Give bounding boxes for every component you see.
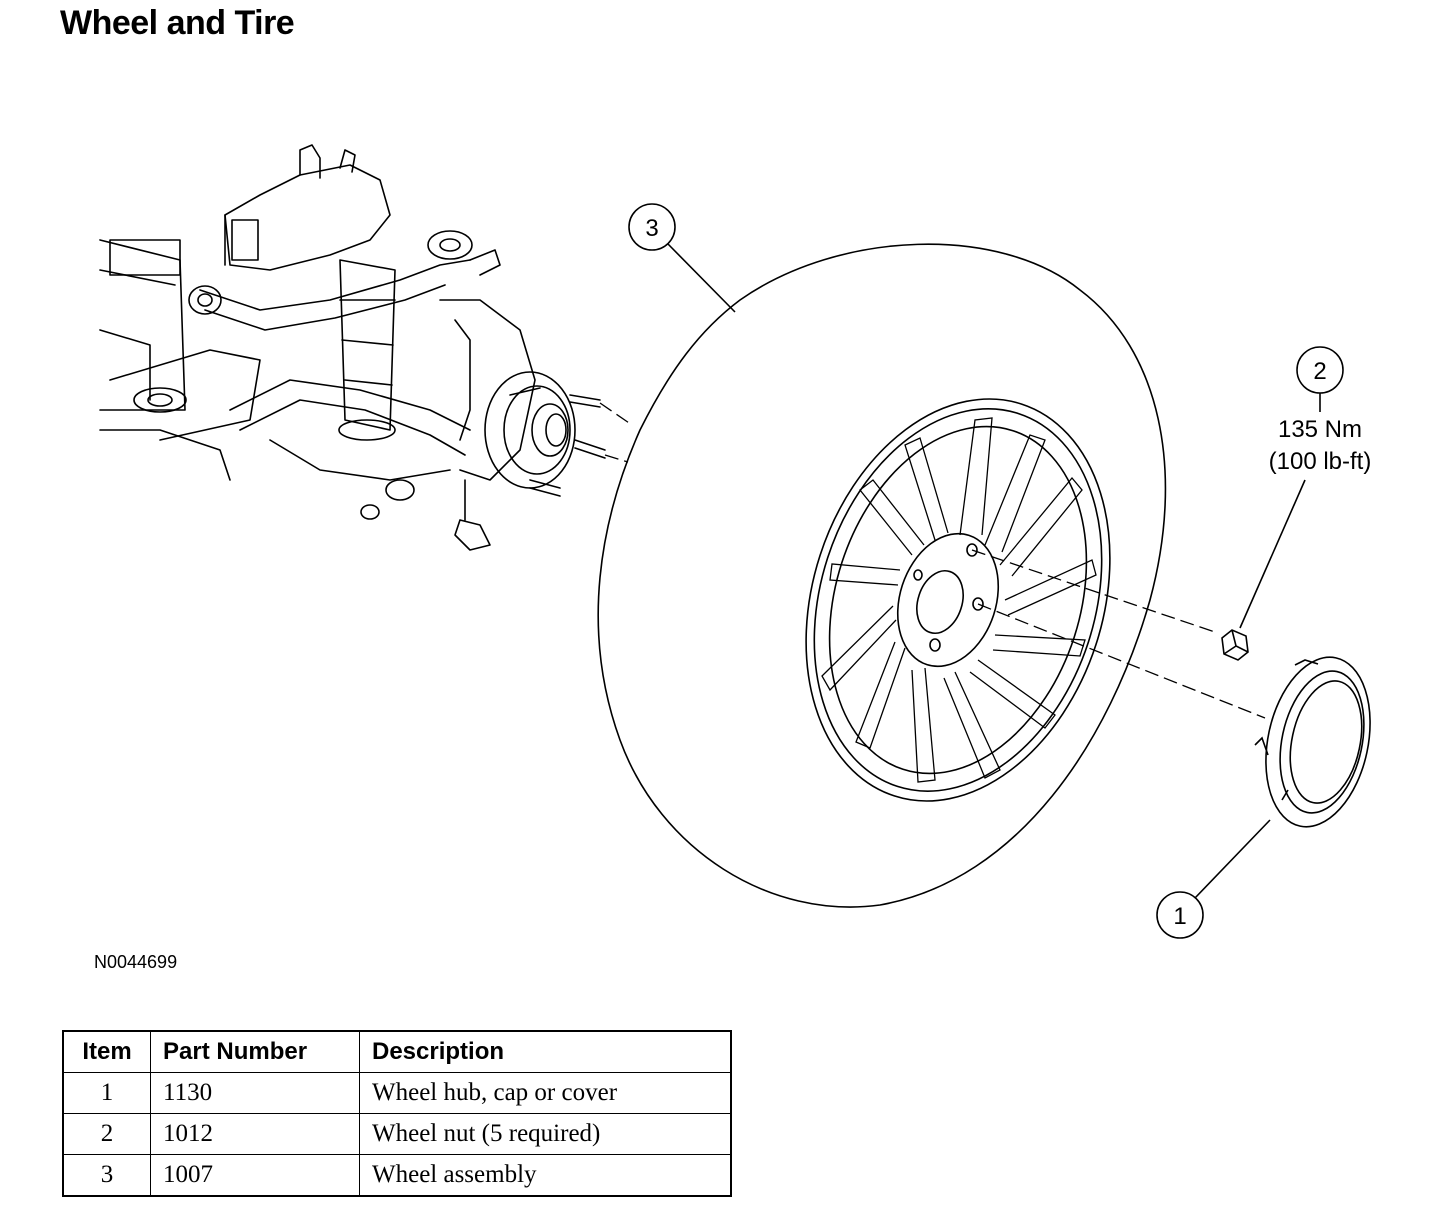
cell-item: 3 [62, 1154, 151, 1197]
cell-description: Wheel assembly [359, 1154, 732, 1197]
cell-description: Wheel nut (5 required) [359, 1113, 732, 1155]
callout-1-number: 1 [1173, 903, 1186, 930]
table-row: 1 1130 Wheel hub, cap or cover [62, 1072, 732, 1114]
wheel-cap [1254, 656, 1371, 828]
callout-3-number: 3 [645, 215, 658, 242]
table-row: 2 1012 Wheel nut (5 required) [62, 1113, 732, 1155]
tire-outline [597, 243, 1167, 908]
torque-metric: 135 Nm [1277, 416, 1363, 443]
header-item: Item [62, 1030, 151, 1073]
header-description: Description [359, 1030, 732, 1073]
cell-item: 2 [62, 1113, 151, 1155]
alignment-lines [599, 402, 633, 463]
callout-1: 1 [1156, 819, 1271, 939]
callout-2: 2 [1239, 346, 1344, 629]
cell-item: 1 [62, 1072, 151, 1114]
figure-id: N0044699 [94, 952, 178, 972]
torque-imperial: (100 lb-ft) [1268, 448, 1372, 475]
suspension-assembly [99, 144, 606, 551]
cell-description: Wheel hub, cap or cover [359, 1072, 732, 1114]
torque-spec: 135 Nm (100 lb-ft) [1250, 414, 1390, 478]
cell-part-number: 1007 [150, 1154, 360, 1197]
parts-table: Item Part Number Description 1 1130 Whee… [62, 1030, 732, 1197]
callout-3: 3 [628, 203, 736, 313]
wheel-nut [1221, 629, 1249, 661]
alignment-lines-front [971, 549, 1266, 719]
header-part-number: Part Number [150, 1030, 360, 1073]
table-header-row: Item Part Number Description [62, 1030, 732, 1073]
page-title: Wheel and Tire [60, 4, 295, 42]
wheel-assembly [597, 243, 1167, 908]
exploded-view-diagram: 3 2 1 [99, 144, 1371, 939]
callout-2-number: 2 [1313, 358, 1326, 385]
cell-part-number: 1012 [150, 1113, 360, 1155]
cell-part-number: 1130 [150, 1072, 360, 1114]
table-row: 3 1007 Wheel assembly [62, 1154, 732, 1197]
